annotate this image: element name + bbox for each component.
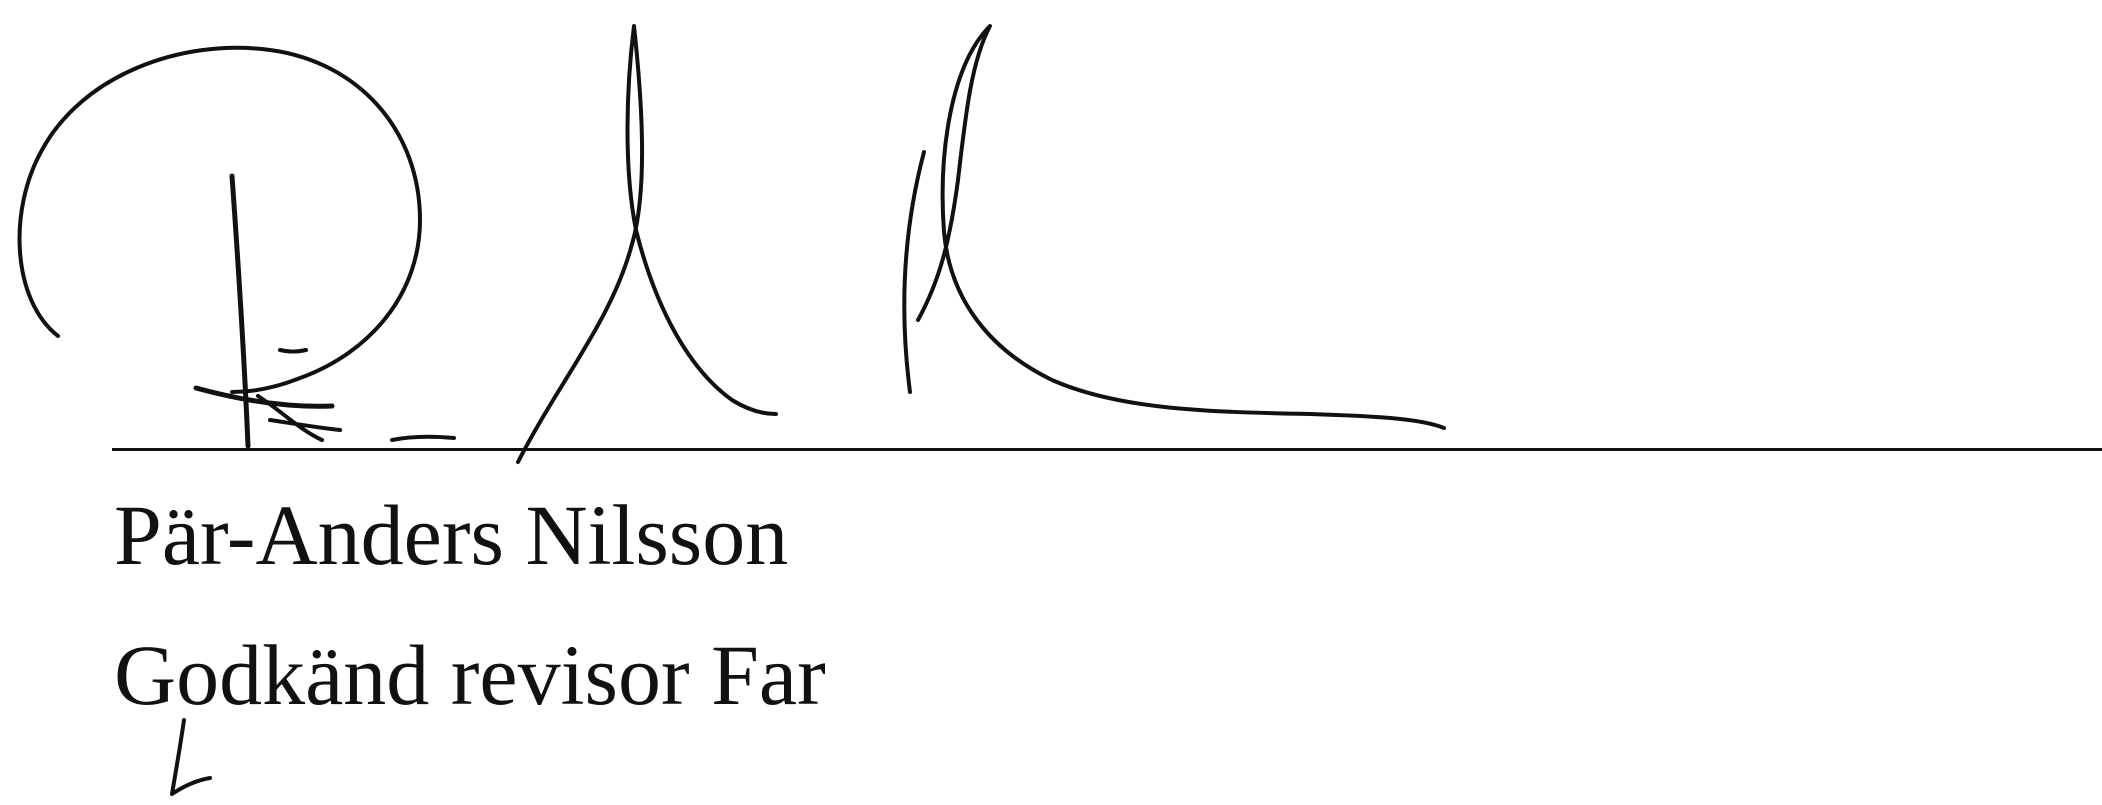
signature-tick-stroke [170,718,212,796]
signer-name: Pär-Anders Nilsson [114,487,789,583]
signature-stem-stroke [229,173,251,449]
signature-scribble-stroke [256,348,342,442]
signature-loop-stroke [17,45,422,394]
signer-title: Godkänd revisor Far [114,627,826,723]
signature-dash-stroke [390,434,456,442]
signature-peak-stroke-2 [916,24,1446,430]
signature-line [112,448,2102,451]
signature-peak-stroke-1 [516,24,778,464]
signature-cross-stroke [193,385,335,409]
signature-inner-stroke [902,150,926,394]
